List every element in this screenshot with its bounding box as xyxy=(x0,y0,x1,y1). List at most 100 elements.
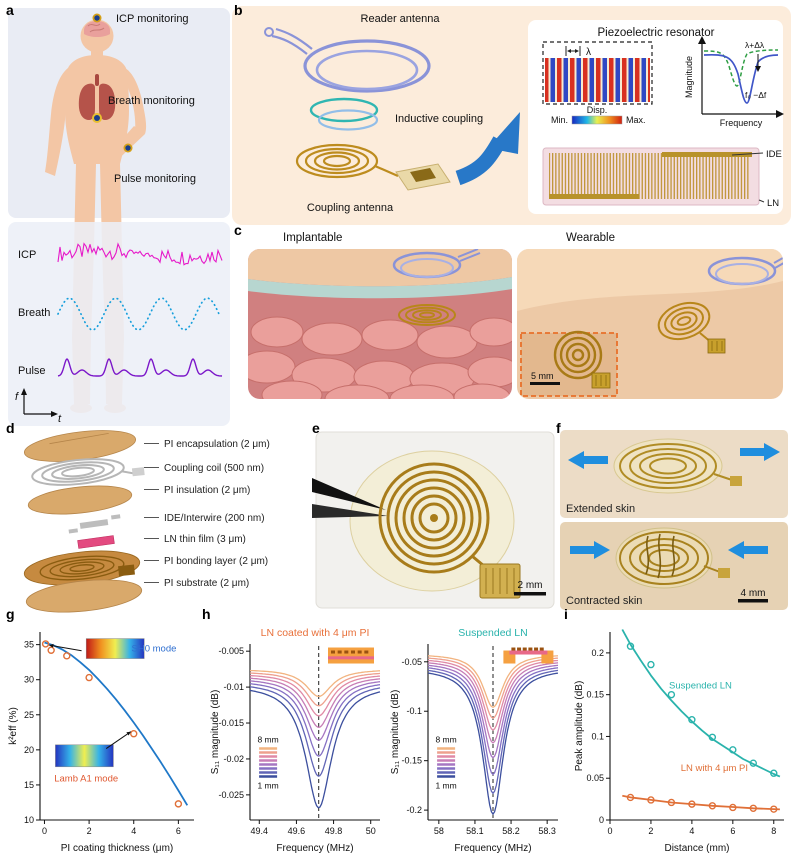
y-tick-label: 0.05 xyxy=(586,773,604,783)
breath-trace-label: Breath xyxy=(18,307,50,319)
y-tick-label: -0.02 xyxy=(223,754,244,764)
breath-monitoring-label: Breath monitoring xyxy=(108,95,195,107)
data-point xyxy=(626,793,635,802)
y-tick-label: 25 xyxy=(24,710,34,720)
ln-label: LN xyxy=(767,198,779,209)
panel-label-e: e xyxy=(312,420,320,436)
data-point xyxy=(47,646,55,654)
y-tick-label: 0 xyxy=(599,815,604,825)
lungs xyxy=(78,74,116,120)
series-annotation: LN with 4 μm PI xyxy=(681,763,748,774)
x-axis-label: Frequency (MHz) xyxy=(276,843,353,854)
ide-fingers xyxy=(549,153,749,199)
icp-waveform xyxy=(57,242,223,266)
y-tick-label: 0.2 xyxy=(591,648,604,658)
chart-title: LN coated with 4 μm PI xyxy=(261,627,370,639)
y-tick-label: -0.025 xyxy=(218,790,244,800)
data-line xyxy=(622,794,780,811)
layer-label-2: PI insulation (2 μm) xyxy=(164,485,250,496)
y-tick-label: 30 xyxy=(24,675,34,685)
data-point xyxy=(647,660,655,669)
data-point xyxy=(770,805,778,813)
breath-waveform xyxy=(57,297,221,331)
coupling-antenna-label: Coupling antenna xyxy=(307,202,394,214)
x-tick-label: 50 xyxy=(366,826,376,836)
scale-bar-2mm-label: 2 mm xyxy=(518,580,543,591)
tweezers-prong-2 xyxy=(312,504,388,518)
scale-bar: 2 mm xyxy=(514,580,546,596)
y-tick-label: -0.15 xyxy=(401,756,422,766)
data-point xyxy=(174,800,183,808)
wearable-label: Wearable xyxy=(566,232,615,244)
data-point xyxy=(667,690,676,699)
y-axis-label: Peak amplitude (dB) xyxy=(574,681,585,772)
s11-curve-6mm xyxy=(249,674,381,717)
extend-arrow-right xyxy=(740,443,780,461)
x-tick-label: 4 xyxy=(131,826,136,836)
coil-center xyxy=(430,514,438,522)
y-tick-label: 35 xyxy=(24,640,34,650)
wearable-scene: 5 mm xyxy=(517,249,783,399)
data-point xyxy=(729,746,737,754)
x-axis-label: Distance (mm) xyxy=(664,843,729,854)
s11-curve-1mm xyxy=(427,672,559,816)
annotation-arrow xyxy=(105,731,132,749)
inset-label: SH0 mode xyxy=(132,644,177,655)
y-tick-label: 0.1 xyxy=(591,731,604,741)
data-line xyxy=(621,629,781,778)
intestines xyxy=(248,316,512,399)
panel-label-f: f xyxy=(556,420,561,436)
contracted-device-pad xyxy=(718,568,730,578)
skin-highlight xyxy=(517,249,783,311)
scale-bar: 5 mm xyxy=(530,371,560,385)
y-tick-label: -0.01 xyxy=(223,682,244,692)
ide-bus-top xyxy=(662,152,752,157)
layer-coupling-coil xyxy=(31,458,145,486)
s11-curve-1mm xyxy=(249,689,381,809)
s11-curve-8mm xyxy=(427,655,559,709)
contract-arrow-right xyxy=(728,541,768,559)
time-frequency-axes: f t xyxy=(15,388,62,425)
data-point xyxy=(749,759,757,767)
s11-curve-7mm xyxy=(427,657,559,719)
icp-sensor-dot xyxy=(92,13,102,23)
annotation-arrow xyxy=(49,644,82,652)
scale-bar-4mm-label: 4 mm xyxy=(741,588,766,599)
standing-wave-stripes xyxy=(545,58,650,102)
x-tick-label: 8 xyxy=(771,826,776,836)
data-point xyxy=(63,652,71,660)
breath-sensor-dot xyxy=(92,113,102,123)
x-tick-label: 2 xyxy=(87,826,92,836)
inset-label: Lamb A1 mode xyxy=(54,773,118,784)
panel-e-device-photo: 2 mm xyxy=(312,431,555,609)
magnitude-axis-label: Magnitude xyxy=(684,56,694,98)
x-axis-label: Frequency (MHz) xyxy=(454,843,531,854)
data-point xyxy=(667,798,676,807)
y-tick-label: -0.015 xyxy=(218,718,244,728)
y-tick-label: 0.15 xyxy=(586,690,604,700)
pulse-monitoring-label: Pulse monitoring xyxy=(114,173,196,185)
data-point xyxy=(688,800,696,808)
chart-title: Suspended LN xyxy=(458,627,527,639)
data-point xyxy=(85,673,93,682)
x-tick-label: 49.4 xyxy=(251,826,269,836)
y-tick-label: -0.05 xyxy=(401,657,422,667)
layer-ide-interwire xyxy=(68,514,121,534)
sub-skin-layer xyxy=(248,277,512,299)
y-tick-label: 20 xyxy=(24,745,34,755)
annotation-arrowhead xyxy=(126,731,131,736)
implantable-scene xyxy=(248,249,512,399)
s11-curve-8mm xyxy=(249,669,381,698)
panel-label-i: i xyxy=(564,606,568,622)
data-point xyxy=(41,640,50,648)
layer-ln-thin-film xyxy=(77,535,115,549)
lamb-mode-inset xyxy=(55,744,114,768)
panel-f-skin-photos: Extended skin Contracted skin 4 mm xyxy=(560,430,788,610)
skin-layer xyxy=(248,249,512,287)
data-point xyxy=(708,802,717,810)
coupling-antenna-coil xyxy=(295,143,399,179)
min-label: Min. xyxy=(551,115,568,125)
